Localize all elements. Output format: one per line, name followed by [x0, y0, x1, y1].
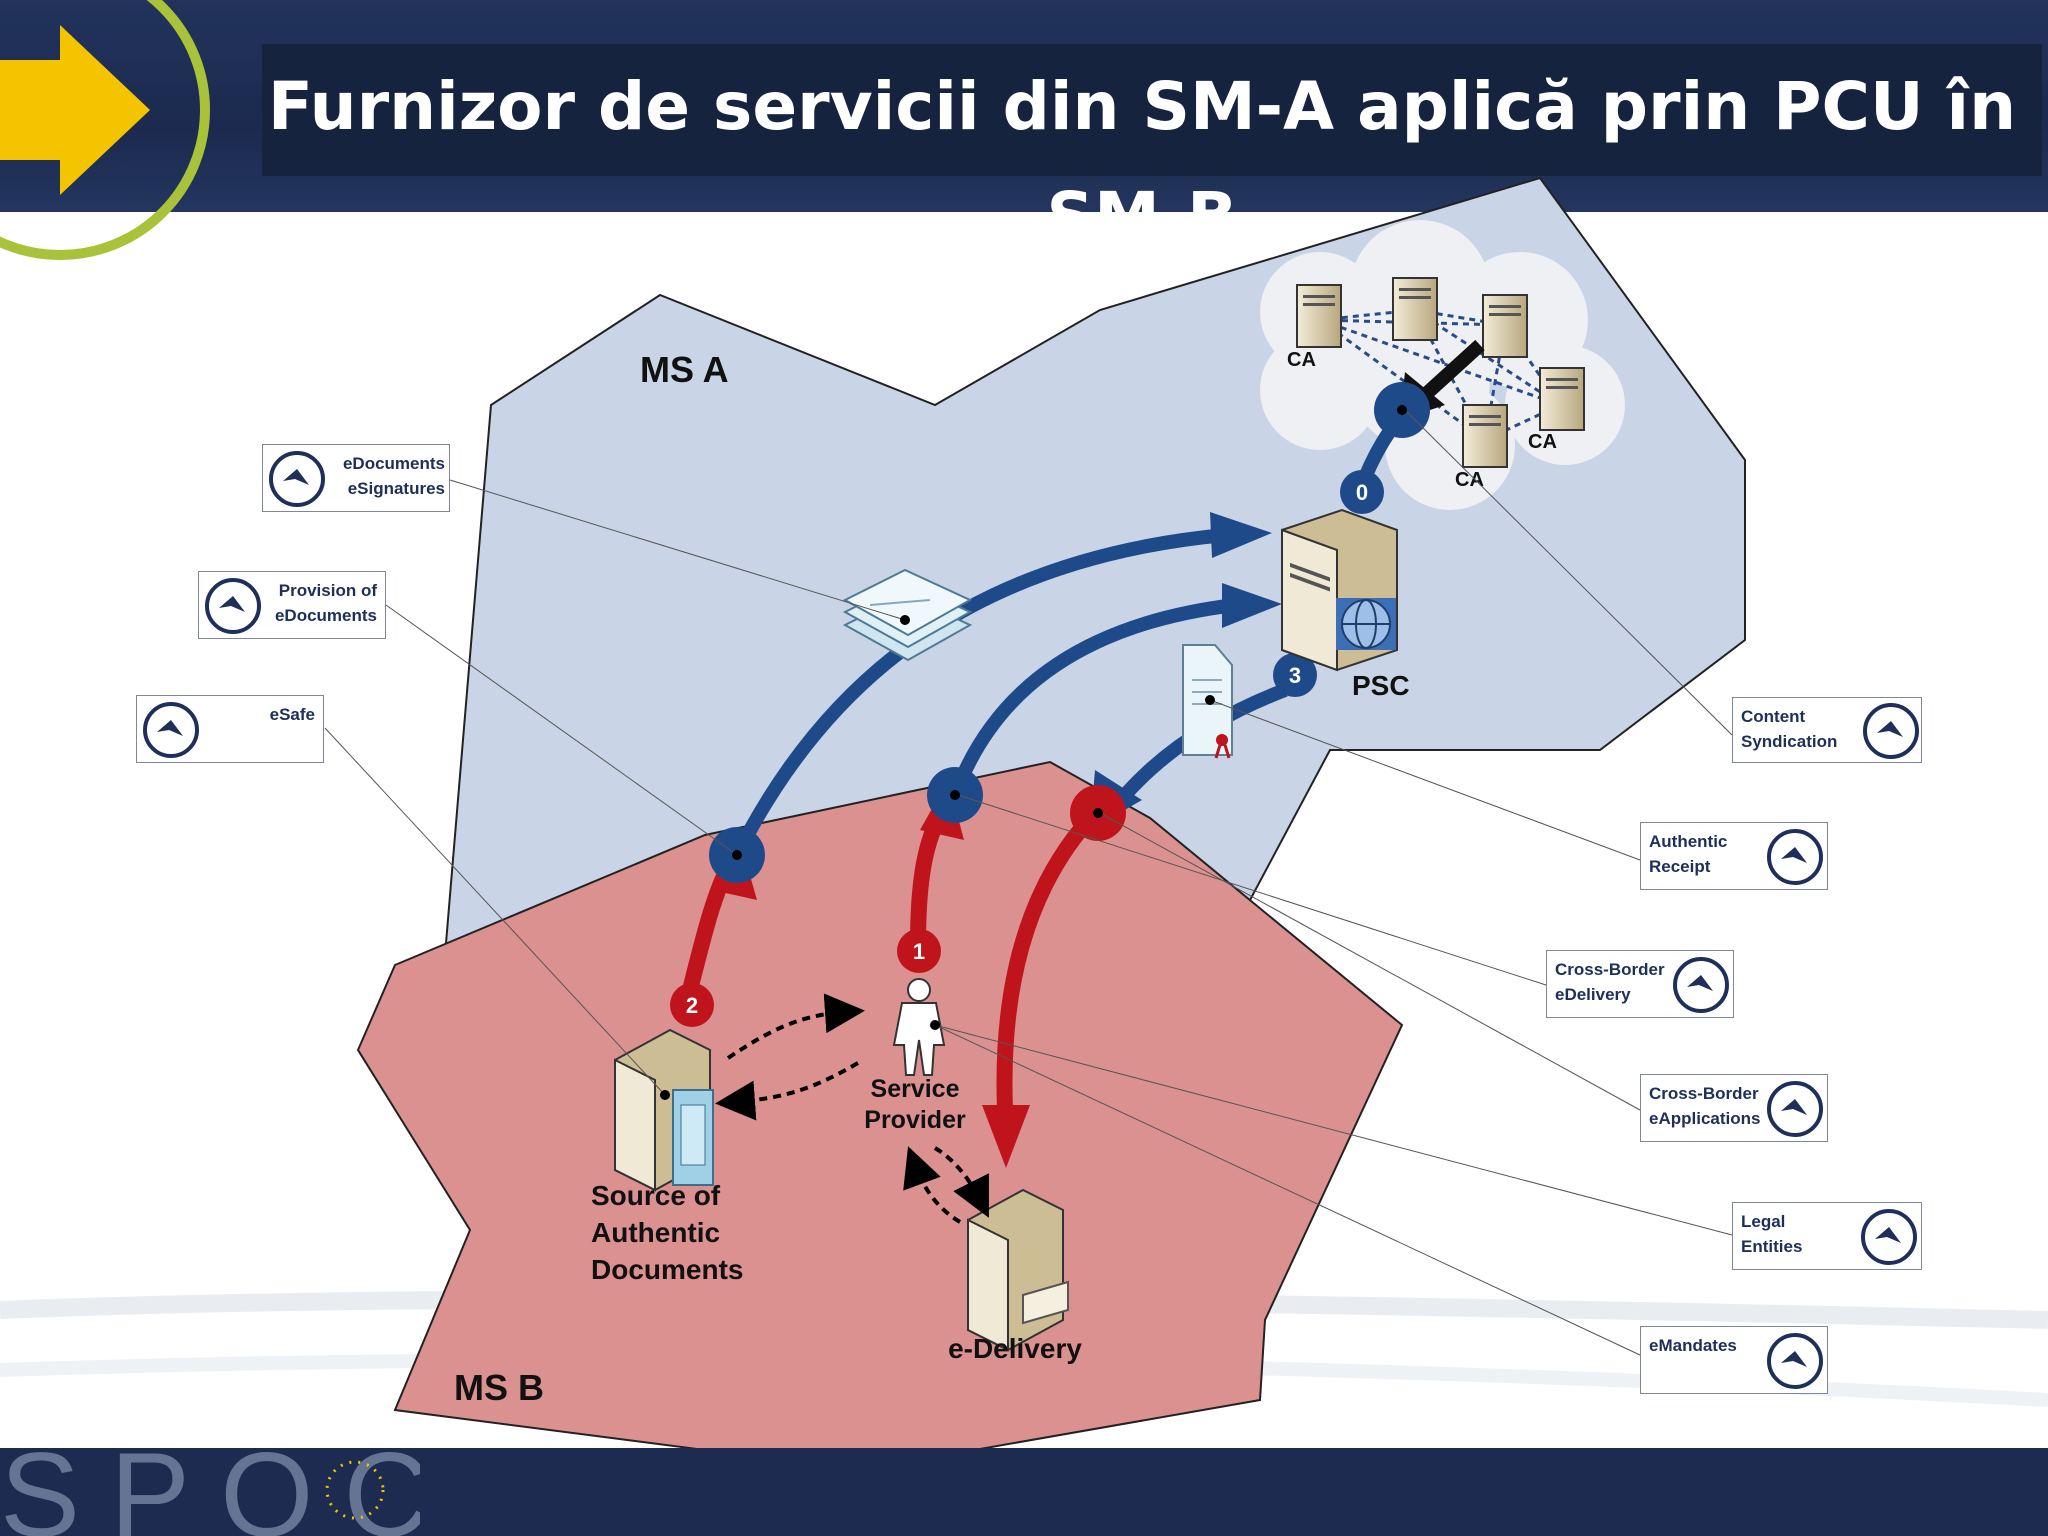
leader-lines — [324, 409, 1733, 1356]
title-box — [262, 44, 2042, 176]
legend-edocuments-esignatures: eDocuments eSignatures — [262, 444, 450, 512]
spocs-logo-icon — [205, 578, 261, 634]
source-docs-label: Documents — [591, 1254, 743, 1285]
footer-logo-text: SPOCS — [0, 1440, 420, 1536]
legend-emandates: eMandates — [1640, 1326, 1828, 1394]
legend-label: eApplications — [1649, 1109, 1761, 1128]
service-provider-label: Provider — [864, 1106, 966, 1134]
spocs-logo-icon — [1673, 957, 1729, 1013]
server-icon — [1296, 284, 1342, 348]
step-label: 2 — [686, 993, 698, 1018]
legend-label: eMandates — [1649, 1336, 1737, 1355]
spocs-logo-icon — [269, 451, 325, 507]
spocs-logo-icon — [1767, 1333, 1823, 1389]
ca-label: CA — [1528, 431, 1557, 453]
blue-arrowhead — [1222, 583, 1282, 628]
black-arrow — [1420, 339, 1485, 401]
ca-label: CA — [1455, 469, 1484, 491]
legend-label: eDelivery — [1555, 985, 1631, 1004]
dashed-arrow — [726, 993, 865, 1060]
spocs-logo-icon — [1863, 703, 1919, 759]
legend-label: eDocuments — [274, 606, 377, 625]
eu-stars-icon — [325, 1460, 385, 1520]
red-arrowhead — [982, 1105, 1030, 1168]
server-icon — [1482, 294, 1528, 358]
step-label: 0 — [1356, 480, 1368, 505]
server-icon — [1462, 404, 1508, 468]
legend-label: Entities — [1741, 1237, 1803, 1256]
legend-label: eSafe — [269, 705, 315, 724]
step-badge — [1273, 653, 1317, 697]
person-icon — [892, 978, 946, 1076]
edelivery-label: e-Delivery — [948, 1333, 1082, 1364]
step-badge — [897, 929, 941, 973]
header: Furnizor de servicii din SM-A aplică pri… — [0, 0, 2048, 260]
arrow-logo-icon — [0, 0, 210, 260]
legend-cross-border-eapplications: Cross-Border eApplications — [1640, 1074, 1828, 1142]
legend-label: Content — [1741, 707, 1806, 726]
legend-label: eSignatures — [347, 479, 445, 498]
legend-label: eDocuments — [342, 454, 445, 473]
step-label: 3 — [1289, 663, 1301, 688]
page-title: Furnizor de servicii din SM-A aplică pri… — [267, 68, 2017, 255]
legend-label: Receipt — [1649, 857, 1711, 876]
source-docs-label: Authentic — [591, 1217, 720, 1248]
legend-cross-border-edelivery: Cross-Border eDelivery — [1546, 950, 1734, 1018]
step-badge — [670, 983, 714, 1027]
spocs-logo-icon — [1767, 829, 1823, 885]
blue-arrow-provider — [948, 598, 1236, 798]
ca-label: CA — [1287, 349, 1316, 371]
blue-arrowhead — [1210, 512, 1272, 558]
red-arrow-edelivery — [996, 804, 1104, 1111]
service-provider-label: Service — [871, 1075, 960, 1103]
legend-authentic-receipt: Authentic Receipt — [1640, 822, 1828, 890]
connector-dots — [660, 405, 1407, 1100]
spocs-logo-icon — [143, 702, 199, 758]
legend-label: Cross-Border — [1649, 1084, 1759, 1103]
legend-label: Provision of — [278, 581, 377, 600]
spocs-logo-icon — [1861, 1209, 1917, 1265]
server-icon — [1539, 367, 1585, 431]
legend-content-syndication: Content Syndication — [1732, 697, 1922, 763]
ms-a-label: MS A — [640, 349, 729, 390]
legend-label: Cross-Border — [1555, 960, 1665, 979]
source-docs-label: Source of — [591, 1180, 721, 1211]
legend-label: Legal — [1741, 1212, 1786, 1231]
dashed-arrow — [715, 1061, 860, 1121]
step-badge — [1340, 470, 1384, 514]
legend-provision-edocuments: Provision of eDocuments — [198, 571, 386, 639]
ms-b-label: MS B — [454, 1367, 544, 1408]
legend-label: Syndication — [1741, 732, 1838, 751]
globe-icon — [1336, 598, 1396, 650]
server-icon — [1392, 277, 1438, 341]
footer — [0, 1448, 2048, 1536]
dashed-arrow — [903, 1146, 962, 1224]
footer-logo: SPOCS — [0, 1440, 420, 1536]
step-label: 1 — [913, 939, 925, 964]
legend-legal-entities: Legal Entities — [1732, 1202, 1922, 1270]
legend-label: Authentic — [1649, 832, 1728, 851]
spocs-logo-icon — [1767, 1081, 1823, 1137]
psc-label: PSC — [1352, 670, 1410, 701]
edelivery-server-icon — [967, 1188, 1069, 1352]
source-server-icon — [614, 1028, 714, 1192]
legend-esafe: eSafe — [136, 695, 324, 763]
ms-b-region — [356, 760, 1404, 1472]
